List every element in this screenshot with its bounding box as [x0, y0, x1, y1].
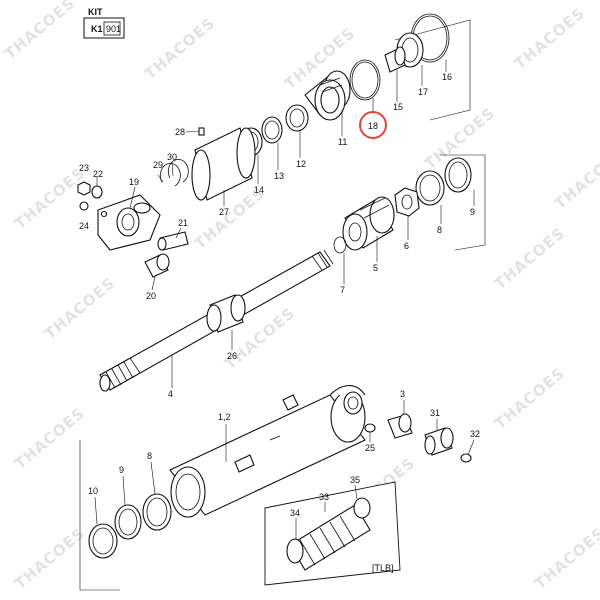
part-8-lower-ring [142, 493, 172, 531]
label-1-2: 1,2 [218, 412, 231, 422]
label-7: 7 [340, 285, 345, 295]
label-6: 6 [404, 241, 409, 251]
kit-code: 901 [106, 24, 121, 34]
part-10-ring [88, 523, 118, 559]
part-5-piston [342, 196, 395, 251]
part-32-bolt [460, 453, 472, 463]
watermark: THACOES [531, 524, 600, 593]
label-17: 17 [418, 87, 428, 97]
part-15-bushing [384, 46, 406, 73]
watermark: THACOES [11, 164, 89, 233]
label-29: 29 [153, 160, 163, 170]
label-22: 22 [93, 169, 103, 179]
label-5: 5 [373, 263, 378, 273]
label-19: 19 [129, 177, 139, 187]
kit-box: KIT K1 901 [83, 7, 125, 39]
watermark: THACOES [1, 0, 79, 63]
watermark: THACOES [511, 4, 589, 73]
watermark: THACOES [491, 224, 569, 293]
label-24: 24 [79, 221, 89, 231]
label-28: 28 [175, 127, 185, 137]
label-9-top: 9 [470, 207, 475, 217]
label-4: 4 [168, 389, 173, 399]
label-33: 33 [319, 492, 329, 502]
part-12-ring [285, 104, 309, 132]
watermark: THACOES [41, 274, 119, 343]
part-1-2-cylinder-tube [169, 385, 366, 518]
watermark: THACOES [11, 404, 89, 473]
frame-lines [79, 19, 486, 591]
part-19-rod-eye [97, 194, 161, 251]
label-23: 23 [79, 163, 89, 173]
label-21: 21 [178, 218, 188, 228]
part-29-30-snap-rings [159, 159, 189, 187]
label-14: 14 [254, 185, 264, 195]
label-27: 27 [219, 207, 229, 217]
label-35: 35 [350, 475, 360, 485]
label-13: 13 [274, 171, 284, 181]
kit-code-prefix: K1 [91, 24, 103, 34]
part-23-nut [77, 181, 91, 196]
kit-title: KIT [88, 7, 103, 17]
label-10: 10 [88, 486, 98, 496]
part-6-nut [394, 187, 420, 217]
watermark: THACOES [491, 364, 569, 433]
watermark: THACOES [11, 524, 89, 593]
part-11-cylinder-head [304, 70, 351, 121]
tlb-label: [TLB] [372, 563, 394, 573]
label-20: 20 [146, 291, 156, 301]
part-18-oring [349, 59, 381, 101]
part-7-oring [333, 236, 347, 254]
label-32: 32 [470, 429, 480, 439]
label-8-bottom: 8 [147, 451, 152, 461]
leader-lines [94, 60, 475, 540]
part-13-ring [261, 116, 283, 144]
callout-labels: 16 17 15 18 11 12 13 14 27 28 29 30 19 2… [79, 72, 480, 518]
watermark: THACOES [551, 144, 600, 213]
part-9-seal [444, 157, 472, 193]
part-26-bushing [206, 294, 246, 333]
part-31-pin [424, 427, 454, 456]
part-20-bushing [144, 253, 170, 278]
part-22-washer [91, 185, 103, 199]
label-31: 31 [430, 408, 440, 418]
label-15: 15 [393, 102, 403, 112]
part-9-lower-seal [114, 504, 142, 540]
label-8-top: 8 [437, 225, 442, 235]
label-18: 18 [368, 121, 378, 131]
label-34: 34 [290, 508, 300, 518]
label-30: 30 [167, 152, 177, 162]
label-11: 11 [338, 137, 347, 147]
label-12: 12 [296, 159, 306, 169]
label-26: 26 [227, 351, 237, 361]
part-24-bolt [79, 201, 89, 211]
part-21-bolt [157, 231, 189, 251]
label-3: 3 [400, 389, 405, 399]
highlight-circle [359, 111, 387, 139]
part-25-grease-nipple [364, 423, 376, 433]
part-28-grease-nipple [198, 127, 205, 136]
part-27-bushing [191, 127, 256, 201]
tlb-inset: [TLB] [264, 481, 401, 586]
label-9-bottom: 9 [119, 465, 124, 475]
part-3-bushing [387, 413, 413, 439]
watermark: THACOES [141, 14, 219, 83]
label-16: 16 [442, 72, 452, 82]
label-25: 25 [365, 443, 375, 453]
part-8-ring [415, 170, 445, 206]
